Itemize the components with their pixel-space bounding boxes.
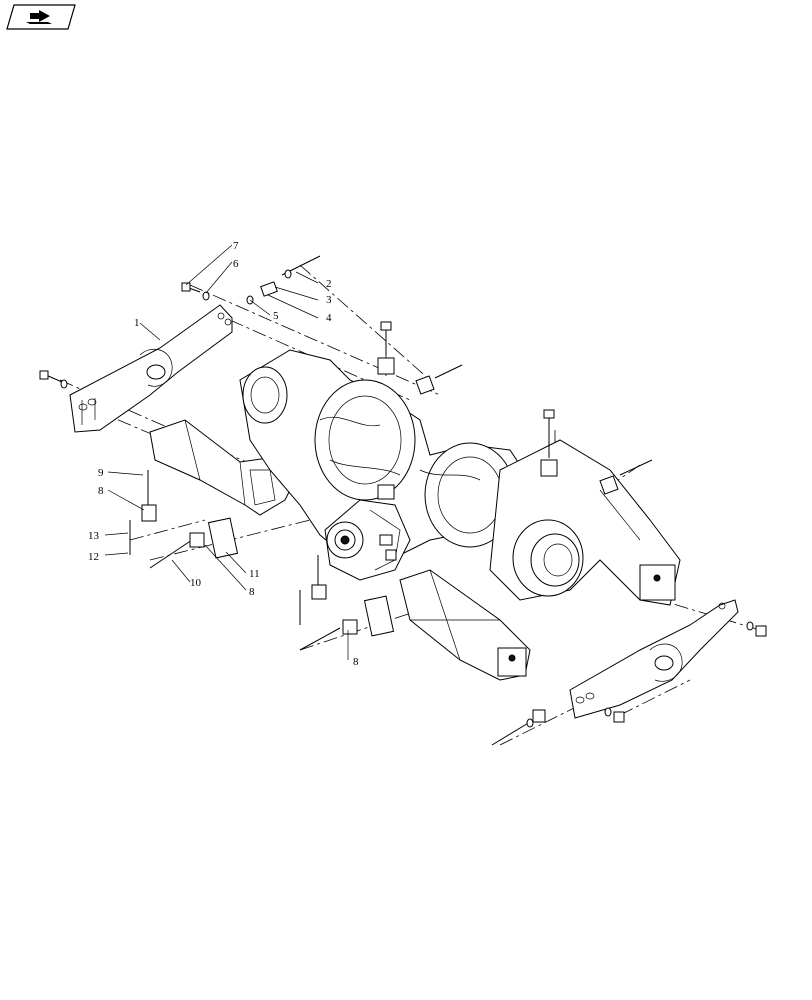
axle-lower-arm[interactable]	[399, 569, 531, 681]
callout-2: 2	[326, 278, 332, 290]
callout-3: 3	[326, 294, 332, 306]
navigation-button[interactable]	[6, 4, 76, 30]
callout-5: 5	[273, 310, 279, 322]
callout-labels: 1 2 3 4 5 6 7 8 8 8 9 10 11 12 13	[88, 240, 359, 668]
callout-7: 7	[233, 240, 239, 252]
callout-10: 10	[190, 577, 202, 589]
callout-8-lower: 8	[353, 656, 359, 668]
callout-12: 12	[88, 551, 99, 563]
callout-13: 13	[88, 530, 100, 542]
callout-8-middle: 8	[249, 586, 255, 598]
left-mount-bracket[interactable]	[69, 304, 233, 433]
differential-carrier[interactable]	[324, 484, 411, 581]
callout-11: 11	[249, 568, 260, 580]
callout-leaders	[104, 244, 349, 660]
callout-1: 1	[134, 317, 140, 329]
callout-6: 6	[233, 258, 239, 270]
fasteners	[39, 255, 767, 746]
axle-left-arm[interactable]	[149, 419, 301, 516]
callout-9: 9	[98, 467, 104, 479]
forward-arrow-icon	[6, 4, 76, 30]
callout-4: 4	[326, 312, 332, 324]
right-mount-bracket[interactable]	[569, 599, 739, 719]
axle-housing[interactable]	[239, 349, 531, 561]
callout-8-upper: 8	[98, 485, 104, 497]
right-hub[interactable]	[489, 439, 681, 606]
